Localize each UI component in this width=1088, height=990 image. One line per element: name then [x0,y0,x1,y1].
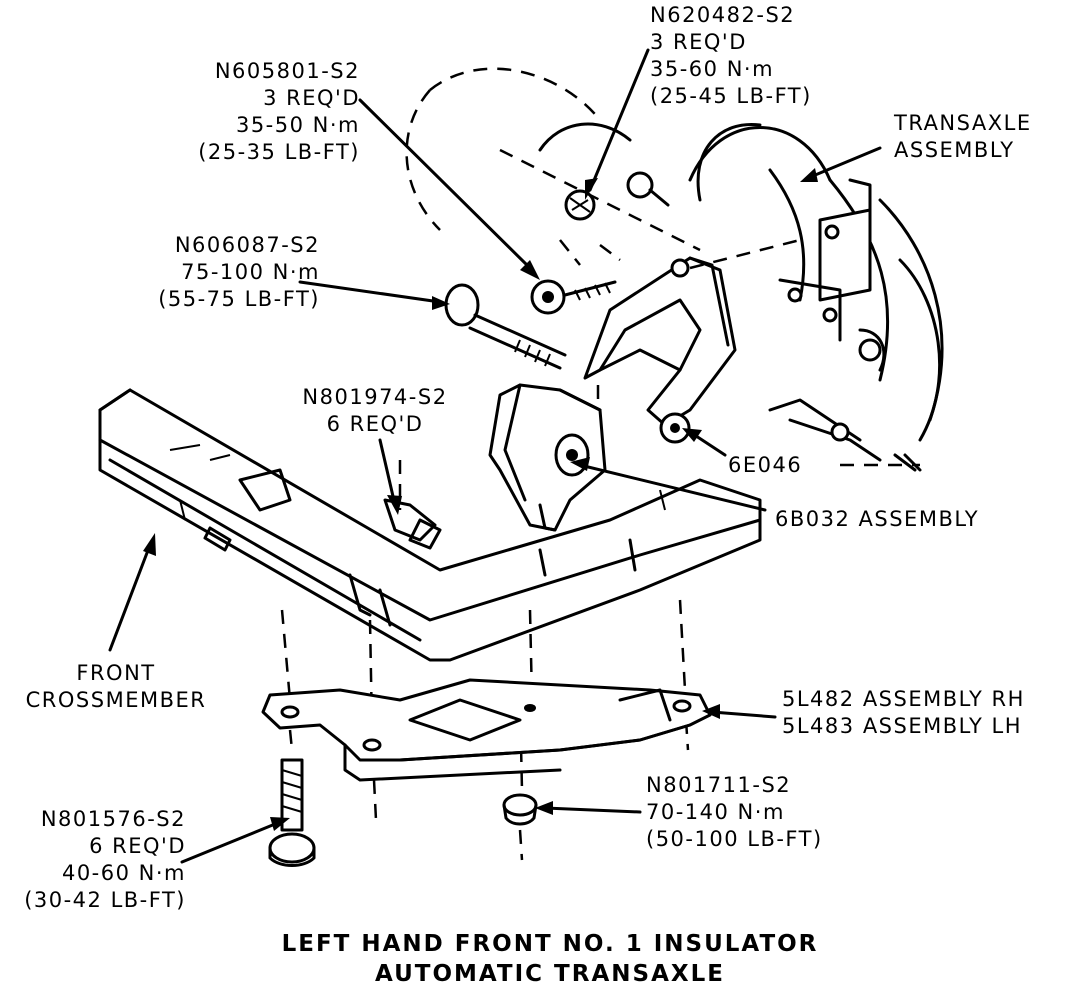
bracket-5l482-drawing [261,678,712,782]
5l482-line1: 5L482 ASSEMBLY RH [782,687,1025,711]
6e046-part: 6E046 [728,453,803,477]
label-transaxle-assembly: TRANSAXLE ASSEMBLY [894,110,1032,164]
n605801-qty: 3 REQ'D [263,86,360,110]
transaxle-assembly-drawing [405,67,944,472]
upper-bolts-drawing [530,171,670,315]
n801576-torque-nm: 40-60 N·m [61,861,186,885]
label-n620482: N620482-S2 3 REQ'D 35-60 N·m (25-45 LB-F… [650,2,812,110]
n620482-part: N620482-S2 [650,3,796,27]
label-n801576: N801576-S2 6 REQ'D 40-60 N·m (30-42 LB-F… [0,806,186,914]
n801576-qty: 6 REQ'D [89,834,186,858]
front-crossmember-line2: CROSSMEMBER [25,688,207,712]
through-bolt-drawing [444,283,567,370]
n801711-torque-nm: 70-140 N·m [646,800,785,824]
front-crossmember-drawing [98,388,762,662]
front-crossmember-line1: FRONT [76,661,156,685]
label-front-crossmember: FRONT CROSSMEMBER [0,660,232,714]
n606087-part: N606087-S2 [174,233,320,257]
n801711-part: N801711-S2 [646,773,792,797]
n801576-part: N801576-S2 [40,807,186,831]
n801974-part: N801974-S2 [302,385,448,409]
label-6b032: 6B032 ASSEMBLY [775,506,979,533]
insulator-6b032-drawing [488,383,607,532]
n801576-torque-lbft: (30-42 LB-FT) [24,888,186,912]
label-n606087: N606087-S2 75-100 N·m (55-75 LB-FT) [130,232,320,313]
6b032-part: 6B032 ASSEMBLY [775,507,980,531]
n605801-torque-lbft: (25-35 LB-FT) [198,140,360,164]
label-n801711: N801711-S2 70-140 N·m (50-100 LB-FT) [646,772,823,853]
bracket-6e046-drawing [583,238,801,444]
n620482-torque-lbft: (25-45 LB-FT) [650,84,812,108]
transaxle-line1: TRANSAXLE [894,111,1032,135]
n606087-torque-lbft: (55-75 LB-FT) [158,287,320,311]
lower-bolts-drawing [268,758,538,867]
n801974-qty: 6 REQ'D [326,412,424,436]
transaxle-line2: ASSEMBLY [894,138,1015,162]
leader-arrows [108,48,882,864]
label-n605801: N605801-S2 3 REQ'D 35-50 N·m (25-35 LB-F… [170,58,360,166]
5l482-line2: 5L483 ASSEMBLY LH [782,714,1023,738]
label-6e046: 6E046 [728,452,802,479]
n801711-torque-lbft: (50-100 LB-FT) [646,827,823,851]
n605801-part: N605801-S2 [214,59,360,83]
n620482-torque-nm: 35-60 N·m [650,57,775,81]
n606087-torque-nm: 75-100 N·m [181,260,320,284]
caption-line2: AUTOMATIC TRANSAXLE [375,961,725,987]
label-5l482: 5L482 ASSEMBLY RH 5L483 ASSEMBLY LH [782,686,1025,740]
n605801-torque-nm: 35-50 N·m [235,113,360,137]
label-n801974: N801974-S2 6 REQ'D [285,384,465,438]
n620482-qty: 3 REQ'D [650,30,747,54]
caption-line1: LEFT HAND FRONT NO. 1 INSULATOR [281,931,819,957]
